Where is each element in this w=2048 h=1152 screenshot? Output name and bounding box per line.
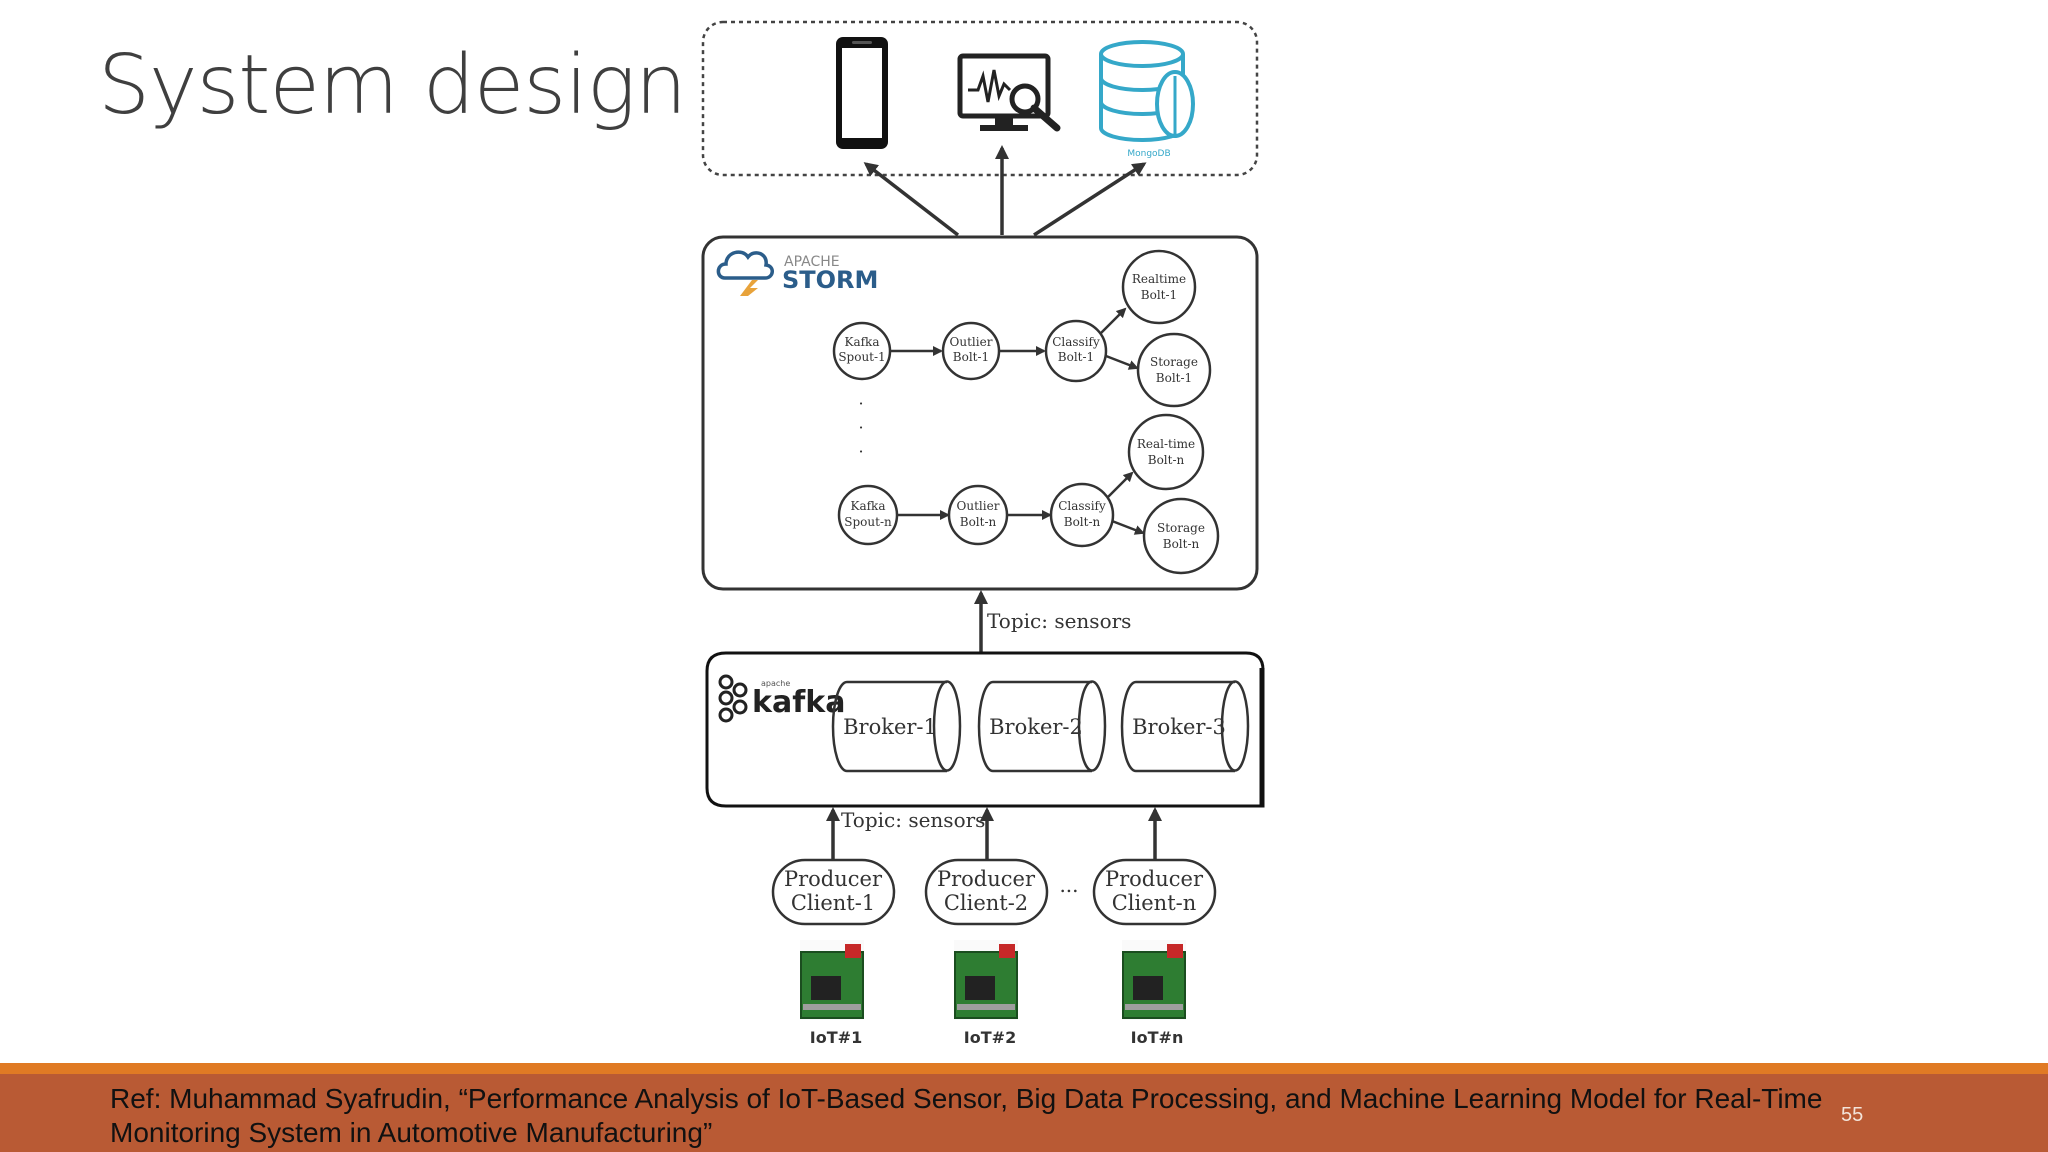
- svg-text:Broker-3: Broker-3: [1132, 715, 1226, 739]
- svg-text:Producer: Producer: [937, 867, 1036, 891]
- kafka-box: [705, 651, 1265, 808]
- svg-text:Kafka: Kafka: [845, 335, 880, 349]
- iot-label-2: IoT#2: [964, 1028, 1016, 1047]
- iot-board-1-icon: [800, 940, 864, 1020]
- realtime-bolt-n: Real-time Bolt-n: [1127, 413, 1205, 491]
- outlier-bolt-1: Outlier Bolt-1: [941, 321, 1001, 381]
- svg-text:Bolt-1: Bolt-1: [1058, 350, 1094, 364]
- footer-band: Ref: Muhammad Syafrudin, “Performance An…: [0, 1074, 2048, 1152]
- storm-brand-main: STORM: [782, 266, 878, 294]
- broker-1: Broker-1: [831, 680, 962, 773]
- slide-title: System design: [98, 38, 687, 133]
- topic-label-upper: Topic: sensors: [987, 609, 1131, 633]
- storm-vertical-ellipsis-2: ·: [858, 418, 863, 437]
- slide-number: 55: [1841, 1104, 1864, 1126]
- broker-3: Broker-3: [1120, 680, 1250, 773]
- svg-text:Classify: Classify: [1058, 499, 1106, 513]
- system-design-diagram: MongoDB APACHE STORM Kafka Spout-1 Outli…: [701, 20, 1265, 1047]
- svg-text:Spout-1: Spout-1: [838, 350, 885, 364]
- classify-bolt-n: Classify Bolt-n: [1049, 482, 1115, 548]
- row-1-edges: [890, 307, 1139, 370]
- kafka-brand: kafka: [752, 685, 845, 720]
- footer-accent-stripe: [0, 1063, 2048, 1074]
- classify-bolt-1: Classify Bolt-1: [1044, 319, 1108, 383]
- mongodb-database-icon: [1099, 40, 1195, 142]
- svg-text:Storage: Storage: [1157, 521, 1205, 535]
- svg-text:Bolt-1: Bolt-1: [953, 350, 989, 364]
- svg-text:Realtime: Realtime: [1132, 272, 1186, 286]
- storage-bolt-1: Storage Bolt-1: [1136, 332, 1212, 408]
- producer-client-2: Producer Client-2: [924, 858, 1049, 926]
- reference-citation: Ref: Muhammad Syafrudin, “Performance An…: [110, 1083, 1823, 1148]
- svg-text:Bolt-n: Bolt-n: [960, 515, 997, 529]
- realtime-bolt-1: Realtime Bolt-1: [1121, 249, 1197, 325]
- storage-bolt-n: Storage Bolt-n: [1142, 497, 1220, 575]
- svg-text:Bolt-1: Bolt-1: [1156, 371, 1192, 385]
- svg-text:Broker-2: Broker-2: [989, 715, 1083, 739]
- svg-text:Spout-n: Spout-n: [844, 515, 892, 529]
- consumers-box: [701, 20, 1259, 177]
- iot-label-1: IoT#1: [810, 1028, 862, 1047]
- svg-text:Outlier: Outlier: [957, 499, 1000, 513]
- output-arrows: [863, 145, 1147, 237]
- svg-text:Storage: Storage: [1150, 355, 1198, 369]
- svg-text:Bolt-1: Bolt-1: [1141, 288, 1177, 302]
- row-n-edges: [897, 471, 1145, 535]
- monitor-analytics-icon: [957, 53, 1061, 132]
- svg-text:Client-2: Client-2: [944, 891, 1028, 915]
- svg-text:Kafka: Kafka: [851, 499, 886, 513]
- svg-text:Outlier: Outlier: [950, 335, 993, 349]
- svg-text:Bolt-n: Bolt-n: [1163, 537, 1200, 551]
- svg-text:Producer: Producer: [784, 867, 883, 891]
- storm-brand-top: APACHE: [784, 254, 840, 270]
- svg-text:Real-time: Real-time: [1137, 437, 1195, 451]
- iot-board-2-icon: [954, 940, 1018, 1020]
- mongodb-caption: MongoDB: [1127, 149, 1170, 159]
- outlier-bolt-n: Outlier Bolt-n: [947, 484, 1009, 546]
- kafka-spout-1: Kafka Spout-1: [832, 321, 892, 381]
- iot-label-n: IoT#n: [1131, 1028, 1184, 1047]
- producers-ellipsis: ...: [1059, 873, 1078, 897]
- storm-row-1: Kafka Spout-1 Outlier Bolt-1 Classify Bo…: [832, 249, 1212, 408]
- smartphone-icon: [836, 37, 888, 149]
- producer-arrows: [826, 807, 1162, 859]
- storm-logo-icon: [716, 250, 774, 304]
- svg-text:Bolt-n: Bolt-n: [1064, 515, 1101, 529]
- storm-row-n: Kafka Spout-n Outlier Bolt-n Classify Bo…: [837, 413, 1220, 575]
- iot-board-n-icon: [1122, 940, 1186, 1020]
- svg-text:Bolt-n: Bolt-n: [1148, 453, 1185, 467]
- svg-text:Classify: Classify: [1052, 335, 1100, 349]
- producer-client-n: Producer Client-n: [1092, 858, 1217, 926]
- broker-2: Broker-2: [977, 680, 1107, 773]
- storm-box: [701, 235, 1259, 591]
- svg-text:Producer: Producer: [1105, 867, 1204, 891]
- kafka-spout-n: Kafka Spout-n: [837, 484, 899, 546]
- svg-text:Client-n: Client-n: [1112, 891, 1197, 915]
- storm-vertical-ellipsis: ·: [858, 394, 863, 413]
- topic-label-lower: Topic: sensors: [841, 808, 985, 832]
- storm-vertical-ellipsis-3: ·: [858, 442, 863, 461]
- svg-text:Client-1: Client-1: [791, 891, 875, 915]
- kafka-logo-icon: [718, 674, 748, 723]
- producer-client-1: Producer Client-1: [771, 858, 896, 926]
- kafka-brand-small: apache: [761, 679, 790, 688]
- svg-text:Broker-1: Broker-1: [843, 715, 937, 739]
